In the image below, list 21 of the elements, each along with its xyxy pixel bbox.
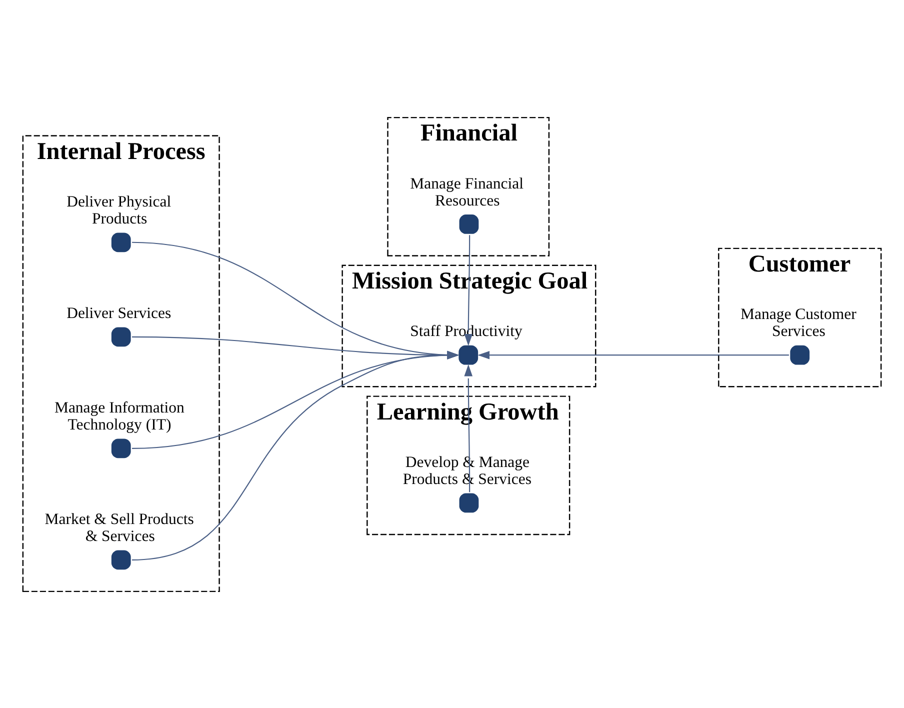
node-circle: [111, 326, 131, 346]
arrow: [478, 350, 789, 359]
node-circle: [111, 550, 131, 570]
node-circle: [111, 232, 131, 252]
node-label: Market & Sell Products & Services: [44, 510, 194, 545]
node-label: Manage Financial Resources: [410, 174, 524, 209]
arrow: [464, 234, 473, 346]
node-circle: [458, 344, 478, 364]
arrow: [132, 350, 460, 448]
node-circle: [459, 214, 479, 234]
arrow: [132, 336, 460, 359]
arrow: [132, 241, 460, 359]
node-label: Deliver Services: [66, 304, 172, 322]
node-label: Deliver Physical Products: [66, 193, 172, 227]
node-circle: [459, 492, 479, 512]
node-label: Manage Customer Services: [740, 306, 856, 340]
arrow: [132, 350, 460, 560]
node-label: Manage Information Technology (IT): [54, 399, 184, 434]
node-circle: [790, 344, 810, 364]
node-circle: [111, 438, 131, 458]
node-label: Staff Productivity: [410, 322, 522, 340]
